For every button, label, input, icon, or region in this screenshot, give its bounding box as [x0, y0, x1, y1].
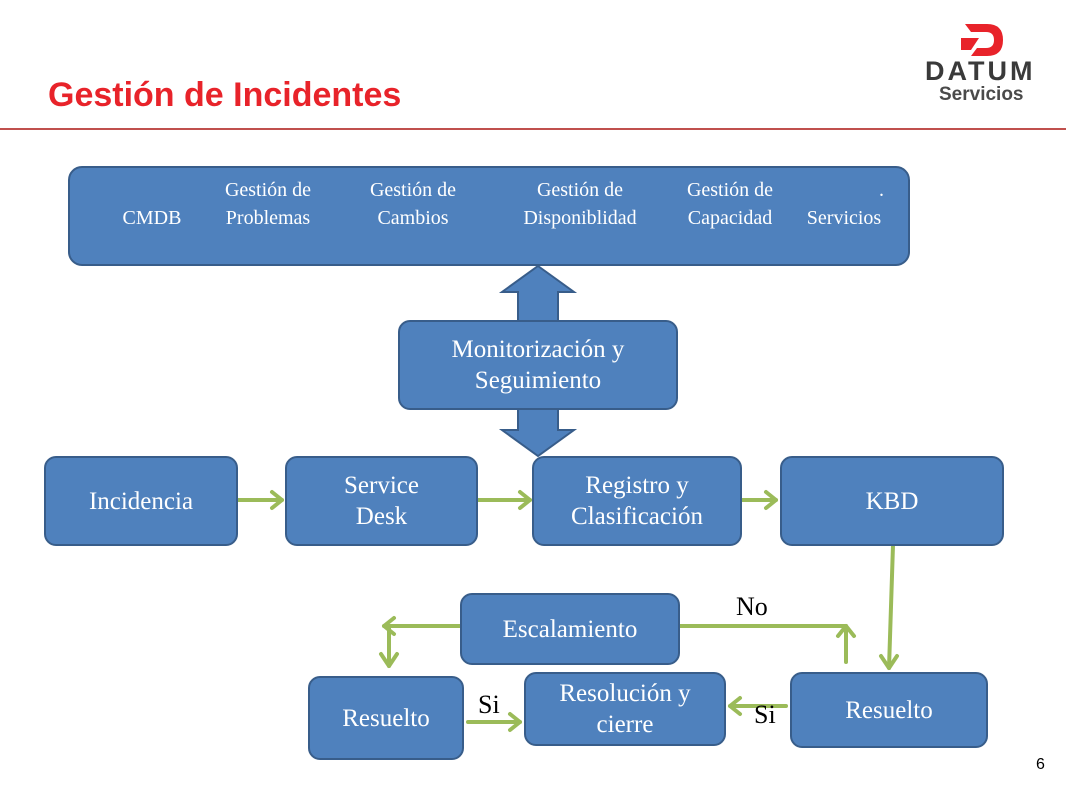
node-service-desk: Service Desk — [285, 456, 478, 546]
node-resuelto-right: Resuelto — [790, 672, 988, 748]
process-servicios-line2: Servicios — [806, 207, 882, 229]
process-servicios-line1: . — [879, 179, 884, 201]
node-resuelto-left: Resuelto — [308, 676, 464, 760]
process-problemas: Gestión de Problemas — [198, 176, 338, 232]
process-cambios-line2: Cambios — [377, 207, 449, 229]
node-monitorizacion-line2: Seguimiento — [474, 367, 602, 394]
process-cmdb-line1 — [92, 176, 212, 204]
arrowhead-escalamiento-down — [379, 652, 399, 668]
process-servicios: . Servicios — [788, 176, 900, 232]
arrowhead-servicedesk-registro — [518, 490, 532, 510]
node-escalamiento-label: Escalamiento — [502, 615, 638, 643]
node-incidencia: Incidencia — [44, 456, 238, 546]
node-monitorizacion-line1: Monitorización y — [451, 336, 625, 363]
node-escalamiento: Escalamiento — [460, 593, 680, 665]
process-cmdb-line2: CMDB — [122, 207, 182, 229]
node-service-desk-line1: Service — [344, 472, 419, 499]
node-resolucion-cierre: Resolución y cierre — [524, 672, 726, 746]
title-divider — [0, 128, 1066, 130]
node-resuelto-left-label: Resuelto — [342, 704, 430, 732]
node-monitorizacion: Monitorización y Seguimiento — [398, 320, 678, 410]
arrowhead-kbd-resuelto — [879, 654, 899, 670]
datum-logo-mark-icon — [961, 24, 1003, 56]
edge-label-no: No — [736, 592, 768, 621]
node-registro: Registro y Clasificación — [532, 456, 742, 546]
block-arrow-down-icon — [498, 407, 578, 458]
process-capacidad: Gestión de Capacidad — [670, 176, 790, 232]
datum-logo: DATUM Servicios — [915, 20, 1055, 112]
process-cambios-line1: Gestión de — [369, 179, 457, 201]
logo-word: DATUM — [925, 56, 1036, 86]
process-disponibilidad-line2: Disponiblidad — [523, 207, 637, 229]
node-resolucion-line2: cierre — [596, 711, 654, 738]
arrow-kbd-resuelto — [887, 543, 895, 670]
node-service-desk-line2: Desk — [355, 503, 408, 530]
slide-title: Gestión de Incidentes — [48, 76, 402, 114]
process-problemas-line2: Problemas — [225, 207, 311, 229]
management-processes-box: CMDB Gestión de Problemas Gestión de Cam… — [68, 166, 910, 266]
node-resolucion-line1: Resolución y — [559, 680, 691, 707]
process-cambios: Gestión de Cambios — [348, 176, 478, 232]
process-disponibilidad: Gestión de Disponiblidad — [490, 176, 670, 232]
edge-label-si-left: Si — [478, 690, 500, 719]
logo-sub: Servicios — [939, 84, 1024, 105]
process-disponibilidad-line1: Gestión de — [536, 179, 624, 201]
node-resuelto-right-label: Resuelto — [845, 696, 933, 724]
node-registro-line1: Registro y — [585, 472, 689, 499]
block-arrow-up-icon — [498, 264, 578, 323]
process-capacidad-line1: Gestión de — [686, 179, 774, 201]
node-kbd-label: KBD — [865, 487, 919, 515]
process-problemas-line1: Gestión de — [224, 179, 312, 201]
node-incidencia-label: Incidencia — [88, 487, 194, 515]
arrowhead-si-right — [728, 696, 742, 716]
node-registro-line2: Clasificación — [571, 503, 703, 530]
page-number: 6 — [1036, 756, 1045, 773]
edge-label-si-right: Si — [754, 700, 776, 729]
node-kbd: KBD — [780, 456, 1004, 546]
arrowhead-registro-kbd — [764, 490, 778, 510]
arrowhead-si-left — [508, 712, 522, 732]
arrowhead-incidencia-servicedesk — [270, 490, 284, 510]
process-capacidad-line2: Capacidad — [687, 207, 773, 229]
process-cmdb: CMDB — [92, 176, 212, 232]
